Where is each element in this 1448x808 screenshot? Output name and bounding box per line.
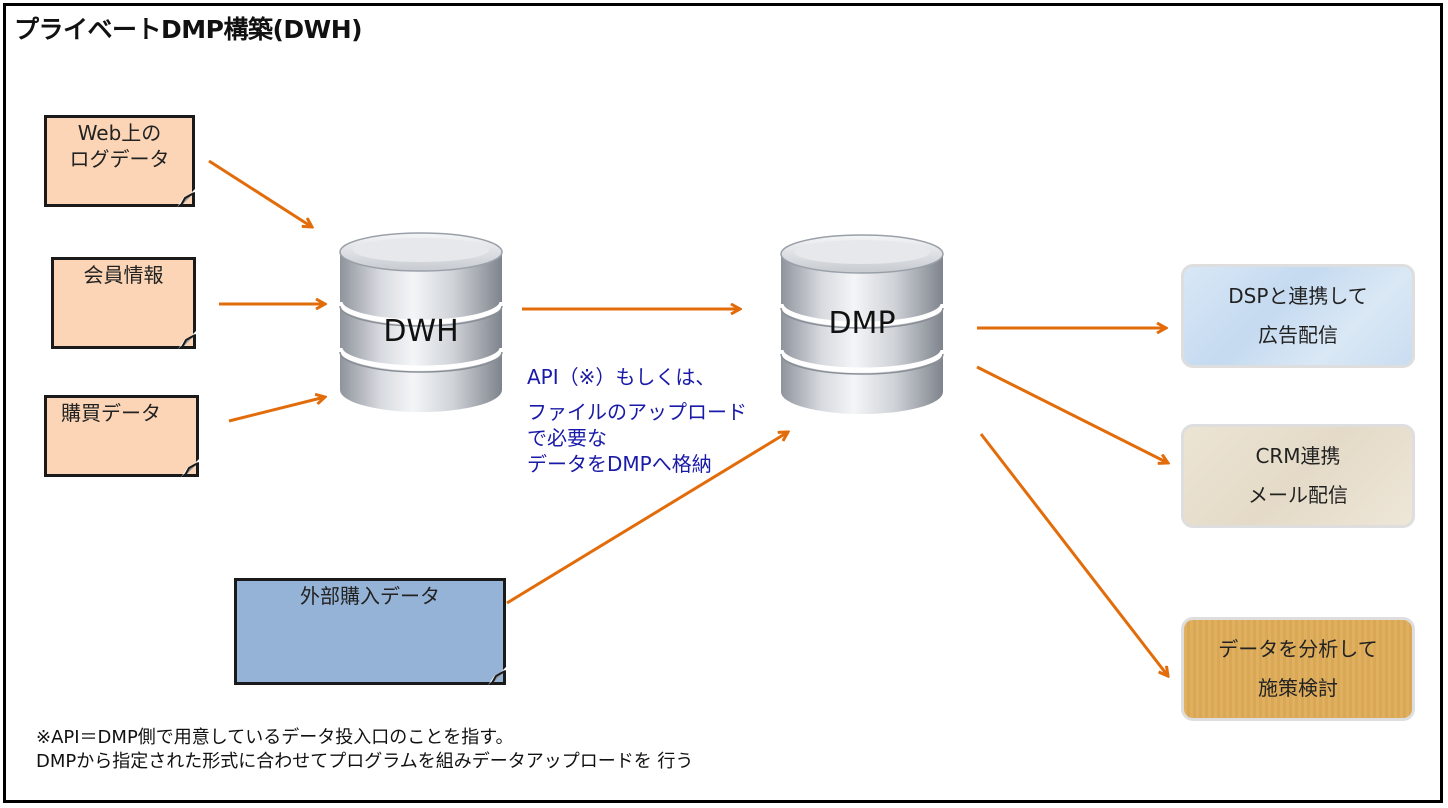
output-crm-mail-line1: CRM連携 — [1255, 444, 1341, 468]
output-dsp-ads: DSPと連携して 広告配信 — [1181, 264, 1415, 368]
dmp-database: DMP — [777, 232, 947, 420]
footnote-line-1: ※API＝DMP側で用意しているデータ投入口のことを指す。 — [36, 727, 514, 748]
output-dsp-ads-line1: DSPと連携して — [1228, 284, 1368, 308]
source-web-log: Web上の ログデータ — [44, 115, 195, 207]
arrow-purchase-to-dwh — [228, 397, 325, 423]
source-member-info-label: 会員情報 — [83, 263, 164, 287]
page-curl-icon — [181, 459, 199, 477]
source-external-purchase-data: 外部購入データ — [234, 578, 506, 685]
annotation-line-3: で必要な — [527, 426, 607, 450]
arrow-dmp-to-analysis — [979, 433, 1168, 676]
source-purchase-data-label: 購買データ — [61, 401, 161, 425]
output-dsp-ads-line2: 広告配信 — [1258, 323, 1338, 347]
database-icon — [337, 232, 505, 412]
annotation-line-4: データをDMPへ格納 — [527, 452, 712, 476]
annotation-line-2: ファイルのアップロード — [527, 400, 747, 424]
dwh-database: DWH — [336, 230, 506, 418]
footnote-line-2: DMPから指定された形式に合わせてプログラムを組みデータアップロードを 行う — [36, 751, 694, 773]
annotation-line-1: API（※）もしくは、 — [527, 365, 716, 389]
output-analysis-line1: データを分析して — [1218, 637, 1378, 661]
arrow-dmp-to-crm — [976, 365, 1168, 463]
dmp-label: DMP — [828, 306, 896, 341]
page-curl-icon — [177, 189, 195, 207]
page-curl-icon — [178, 331, 196, 349]
output-analysis-line2: 施策検討 — [1258, 676, 1338, 700]
source-external-purchase-data-label: 外部購入データ — [300, 584, 440, 608]
source-web-log-line2: ログデータ — [69, 147, 170, 171]
source-member-info: 会員情報 — [51, 257, 196, 349]
source-purchase-data: 購買データ — [44, 395, 199, 477]
footnote: ※API＝DMP側で用意しているデータ投入口のことを指す。 DMPから指定された… — [36, 726, 693, 775]
source-web-log-line1: Web上の — [77, 121, 162, 145]
output-crm-mail-line2: メール配信 — [1248, 483, 1348, 507]
output-crm-mail: CRM連携 メール配信 — [1181, 424, 1415, 528]
dwh-label: DWH — [383, 314, 459, 349]
database-icon — [778, 234, 946, 414]
arrow-weblog-to-dwh — [208, 159, 312, 227]
diagram-frame — [3, 3, 1443, 803]
transfer-annotation: API（※）もしくは、 ファイルのアップロード で必要な データをDMPへ格納 — [527, 364, 747, 477]
page-title: プライベートDMP構築(DWH) — [14, 15, 363, 44]
arrow-external-to-dmp — [506, 432, 788, 605]
page-curl-icon — [488, 667, 506, 685]
output-analysis: データを分析して 施策検討 — [1181, 617, 1415, 721]
